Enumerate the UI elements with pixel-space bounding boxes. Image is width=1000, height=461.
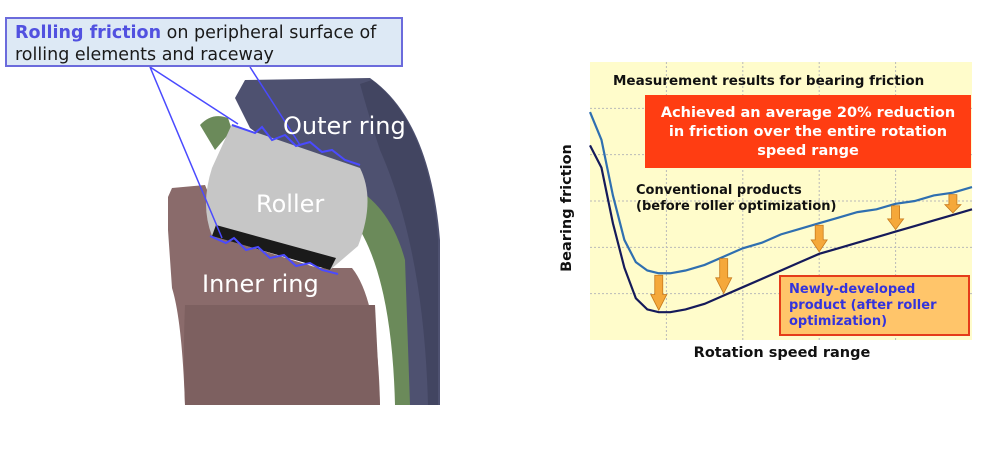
chart-title: Measurement results for bearing friction <box>613 73 925 89</box>
friction-zigzag-top <box>231 124 361 166</box>
friction-zigzag-bottom <box>209 235 339 275</box>
banner-line2: in friction over the entire rotation <box>668 124 948 140</box>
leader-line <box>149 66 239 125</box>
callout-highlight: Rolling friction <box>15 23 162 43</box>
rolling-friction-callout: Rolling friction on peripheral surface o… <box>5 17 403 67</box>
inner-ring-face <box>184 305 380 405</box>
reduction-arrow <box>886 205 905 231</box>
reduction-arrow <box>943 194 962 214</box>
conventional-label: Conventional products (before roller opt… <box>636 183 836 215</box>
x-axis-label: Rotation speed range <box>693 345 871 361</box>
new-line3: optimization) <box>789 314 888 329</box>
callout-line2: rolling elements and raceway <box>15 45 274 65</box>
new-line1: Newly-developed <box>789 282 916 297</box>
outer-ring-label: Outer ring <box>283 112 406 140</box>
new-product-label: Newly-developed product (after roller op… <box>779 275 970 336</box>
roller-shade <box>212 225 336 270</box>
conventional-line2: (before roller optimization) <box>636 199 837 214</box>
leader-line <box>149 66 223 239</box>
cage-shape <box>200 116 232 150</box>
reduction-arrow <box>715 258 733 295</box>
reduction-banner: Achieved an average 20% reduction in fri… <box>645 95 971 168</box>
reduction-arrow <box>810 224 828 253</box>
y-axis-label: Bearing friction <box>559 144 575 272</box>
roller-label: Roller <box>256 190 325 218</box>
outer-ring-highlight <box>360 80 438 405</box>
callout-line1: on peripheral surface of <box>161 23 377 43</box>
banner-line1: Achieved an average 20% reduction <box>660 105 956 121</box>
bearing-diagram <box>149 66 440 405</box>
banner-line3: speed range <box>757 143 859 159</box>
leader-line <box>249 66 301 146</box>
inner-ring-label: Inner ring <box>202 270 319 298</box>
reduction-arrow <box>650 274 668 312</box>
conventional-line1: Conventional products <box>636 183 802 198</box>
cage-shape-right <box>345 185 410 405</box>
new-line2: product (after roller <box>789 298 937 313</box>
